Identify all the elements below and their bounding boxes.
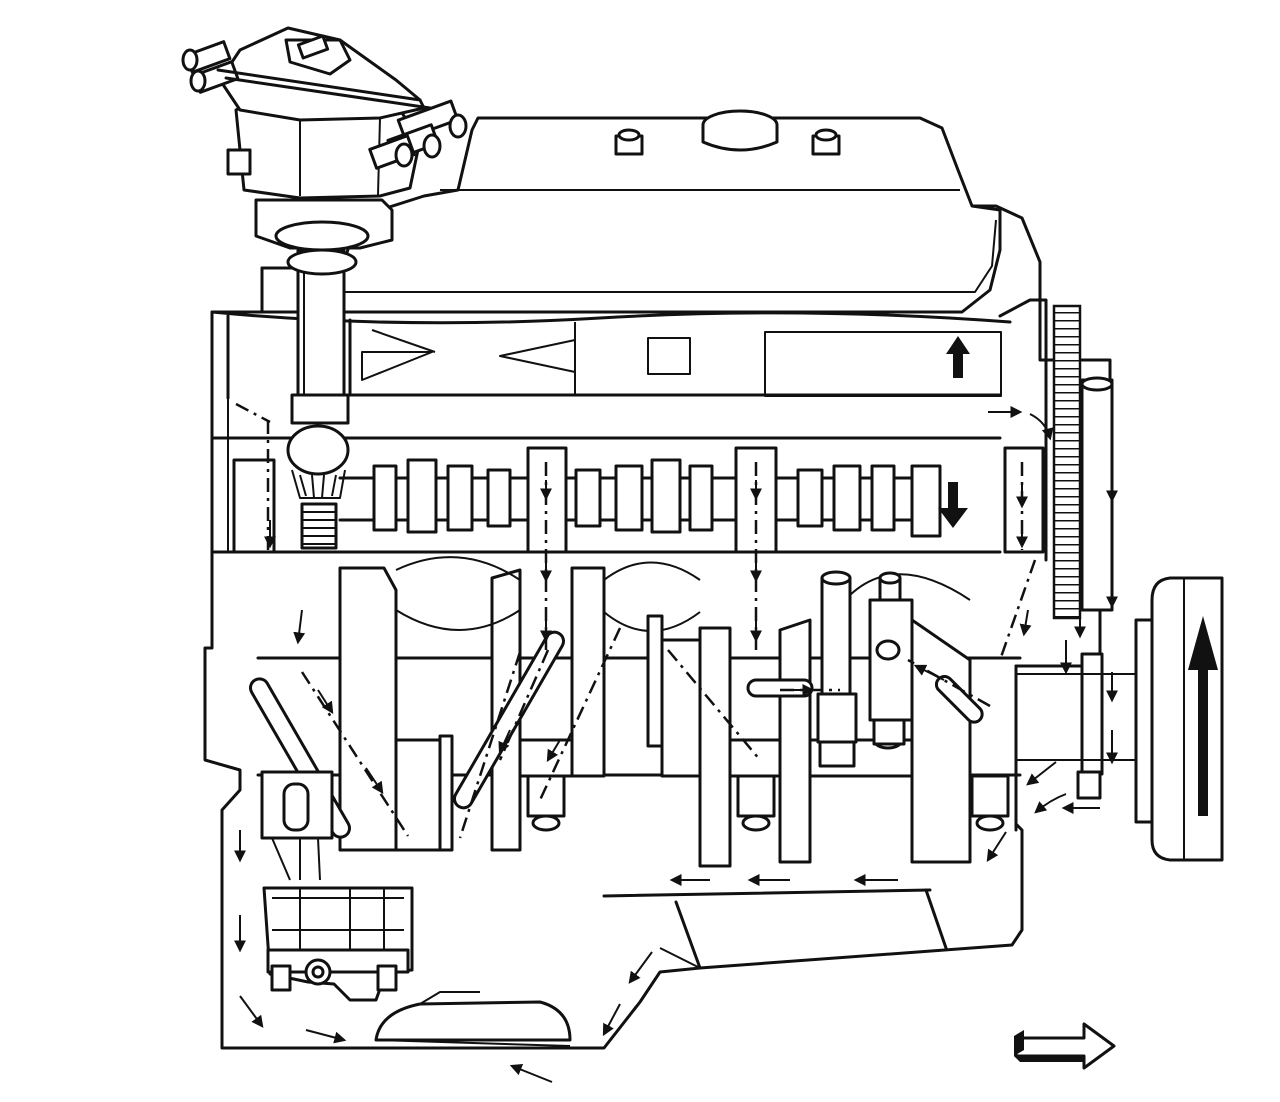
crankshaft [249, 556, 1022, 868]
distributor-icon [181, 26, 468, 550]
front-direction-arrow-icon [1014, 1022, 1116, 1070]
oil-pump-icon [260, 770, 414, 1002]
oil-pan-baffle [602, 888, 948, 970]
crankshaft-pulley-icon [1134, 576, 1224, 862]
oil-pickup-screen [374, 991, 572, 1047]
valve-cover-bolt [614, 128, 644, 156]
oil-flow-down-arrow [938, 482, 968, 528]
valve-cover [260, 109, 1002, 314]
camshaft [232, 446, 1045, 554]
oil-flow-up-arrow [946, 336, 970, 378]
timing-chain-icon [998, 298, 1140, 832]
valve-cover-bolt [811, 128, 841, 156]
oil-flow-arrows [234, 406, 1118, 1083]
